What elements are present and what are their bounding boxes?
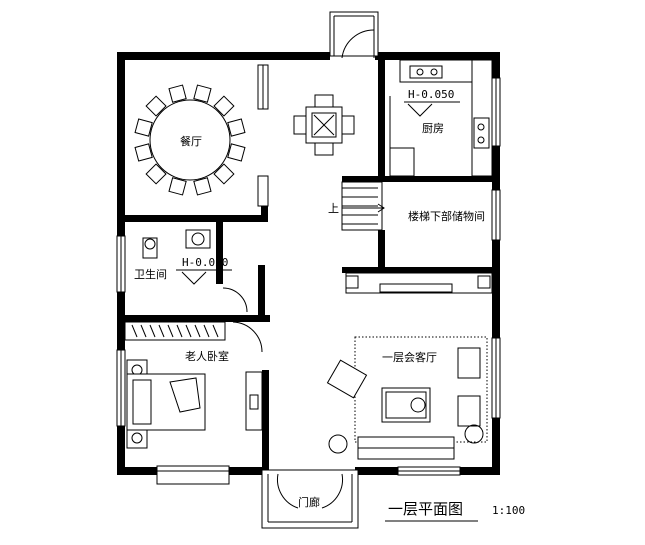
porch-label: 门廊 <box>298 495 320 509</box>
elder-bedroom-label: 老人卧室 <box>185 349 229 363</box>
front-porch: 门廊 <box>261 469 359 529</box>
dining-chair <box>227 118 246 137</box>
wardrobe-hanger <box>149 324 156 338</box>
bathroom-label: 卫生间 <box>134 267 167 281</box>
storage-label: 楼梯下部储物间 <box>408 209 485 223</box>
dining-chair <box>193 177 212 196</box>
elder-bedroom: 老人卧室 <box>124 321 263 449</box>
living-room-label: 一层会客厅 <box>382 350 437 364</box>
dining-room: 餐厅 <box>134 84 246 196</box>
bathroom-level: H-0.020 <box>182 256 228 269</box>
interior-walls <box>125 52 492 475</box>
stair-up-label: 上 <box>328 202 339 215</box>
dining-chair <box>134 118 153 137</box>
wardrobe-hanger <box>212 324 219 338</box>
stair-treads <box>342 187 378 225</box>
kitchen-level: H-0.050 <box>408 88 454 101</box>
dining-chair <box>134 143 153 162</box>
wardrobe-hanger <box>176 324 183 338</box>
dining-chair <box>213 95 235 117</box>
dining-label: 餐厅 <box>180 134 202 148</box>
kitchen: H-0.050 厨房 <box>389 59 493 177</box>
rear-entry <box>329 11 379 59</box>
dining-chair <box>227 143 246 162</box>
wardrobe-hanger <box>167 324 174 338</box>
wardrobe-hanger <box>194 324 201 338</box>
dining-chair <box>145 95 167 117</box>
drawing-title: 一层平面图 1:100 <box>385 500 525 522</box>
wardrobe-hanger <box>140 324 147 338</box>
dining-chairs <box>134 84 246 196</box>
dining-chair <box>213 163 235 185</box>
scale-text: 1:100 <box>492 504 525 517</box>
wardrobe-hangers <box>131 324 219 338</box>
wardrobe-hanger <box>185 324 192 338</box>
dining-chair <box>193 84 212 103</box>
wardrobe-hanger <box>131 324 138 338</box>
windows <box>116 64 501 485</box>
kitchen-label: 厨房 <box>422 122 444 135</box>
living-room: 一层会客厅 <box>326 272 493 460</box>
square-table <box>293 94 355 156</box>
wardrobe-hanger <box>203 324 210 338</box>
dining-chair <box>168 177 187 196</box>
bathroom: 卫生间 H-0.020 <box>134 229 248 313</box>
title-text: 一层平面图 <box>388 500 463 518</box>
dining-chair <box>168 84 187 103</box>
stair: 上 楼梯下部储物间 <box>328 181 485 231</box>
wardrobe-hanger <box>158 324 165 338</box>
dining-chair <box>145 163 167 185</box>
